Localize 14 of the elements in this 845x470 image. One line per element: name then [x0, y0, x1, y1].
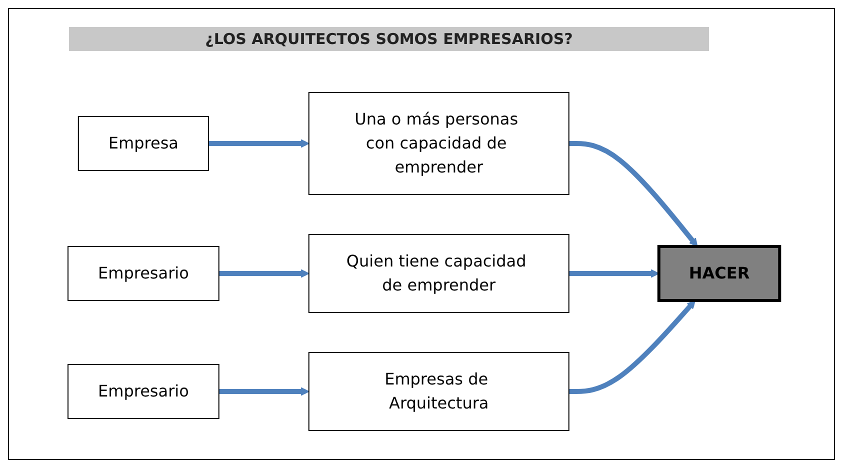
node-box: Empresario: [68, 364, 220, 419]
arrow: [219, 269, 310, 278]
arrow: [569, 300, 696, 394]
title-band: ¿LOS ARQUITECTOS SOMOS EMPRESARIOS?: [69, 27, 709, 51]
arrow: [569, 141, 698, 247]
node-box: Una o más personas con capacidad de emprender: [308, 92, 570, 195]
arrow: [219, 387, 310, 396]
node-box: Empresa: [78, 116, 210, 171]
node-box: Empresario: [68, 246, 220, 301]
arrow: [208, 139, 310, 148]
node-box: Quien tiene capacidad de emprender: [308, 234, 570, 313]
arrow: [569, 269, 660, 278]
node-box: Empresas de Arquitectura: [308, 352, 570, 431]
node-box: HACER: [658, 245, 782, 302]
